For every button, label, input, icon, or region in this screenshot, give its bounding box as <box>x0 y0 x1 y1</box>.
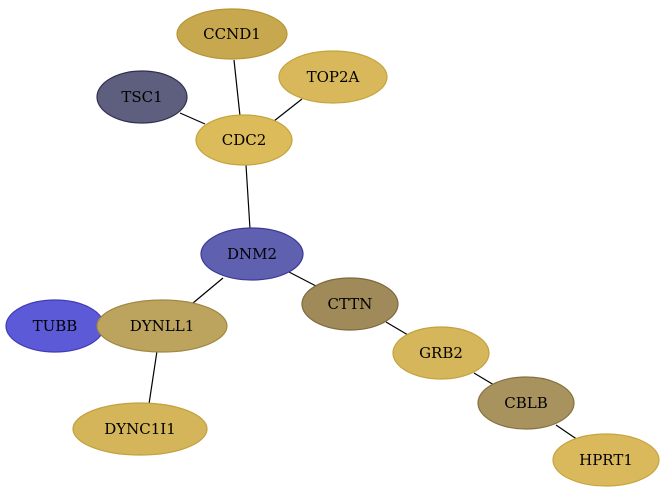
node-hprt1-label: HPRT1 <box>579 451 633 469</box>
edge-cblb-hprt1 <box>555 424 579 441</box>
node-ccnd1-label: CCND1 <box>203 25 261 43</box>
node-top2a-shape <box>278 50 388 104</box>
node-cblb[interactable]: CBLB <box>477 376 575 430</box>
node-dynll1[interactable]: DYNLL1 <box>96 299 228 353</box>
edge-dynll1-dync1i1 <box>148 350 158 405</box>
edge-cttn-grb2 <box>385 321 409 336</box>
edge-dnm2-cttn <box>288 271 317 287</box>
node-dync1i1-label: DYNC1I1 <box>104 420 176 438</box>
node-tubb-label: TUBB <box>33 317 78 335</box>
node-grb2-label: GRB2 <box>419 344 463 362</box>
node-ccnd1[interactable]: CCND1 <box>176 8 288 60</box>
node-tubb[interactable]: TUBB <box>5 299 105 353</box>
node-dynll1-label: DYNLL1 <box>130 317 195 335</box>
node-cttn[interactable]: CTTN <box>301 277 399 331</box>
node-dync1i1[interactable]: DYNC1I1 <box>72 402 208 456</box>
edge-dnm2-dynll1 <box>192 277 224 304</box>
node-ccnd1-shape <box>176 8 288 60</box>
node-cttn-label: CTTN <box>328 295 373 313</box>
node-cblb-label: CBLB <box>504 394 547 412</box>
node-grb2-shape <box>392 326 490 380</box>
node-grb2[interactable]: GRB2 <box>392 326 490 380</box>
edge-cdc2-dnm2 <box>245 164 251 230</box>
nodes-layer: CCND1 TOP2A TSC1 CDC2 DNM2 CTTN TUBB DY <box>5 8 660 487</box>
node-top2a-label: TOP2A <box>307 68 360 86</box>
node-dync1i1-shape <box>72 402 208 456</box>
edge-top2a-cdc2 <box>273 98 303 122</box>
edge-ccnd1-cdc2 <box>233 59 241 117</box>
node-cdc2-shape <box>195 114 293 166</box>
node-dynll1-shape <box>96 299 228 353</box>
node-cttn-shape <box>301 277 399 331</box>
edges-layer <box>148 59 579 441</box>
node-tsc1-shape <box>96 70 188 124</box>
edge-grb2-cblb <box>473 372 495 386</box>
node-hprt1-shape <box>552 433 660 487</box>
node-cblb-shape <box>477 376 575 430</box>
node-dnm2-label: DNM2 <box>227 245 277 263</box>
node-tsc1[interactable]: TSC1 <box>96 70 188 124</box>
node-cdc2[interactable]: CDC2 <box>195 114 293 166</box>
node-dnm2[interactable]: DNM2 <box>200 227 304 281</box>
node-hprt1[interactable]: HPRT1 <box>552 433 660 487</box>
node-top2a[interactable]: TOP2A <box>278 50 388 104</box>
node-tsc1-label: TSC1 <box>121 88 162 106</box>
edge-tsc1-cdc2 <box>179 112 206 125</box>
node-cdc2-label: CDC2 <box>222 131 267 149</box>
node-dnm2-shape <box>200 227 304 281</box>
